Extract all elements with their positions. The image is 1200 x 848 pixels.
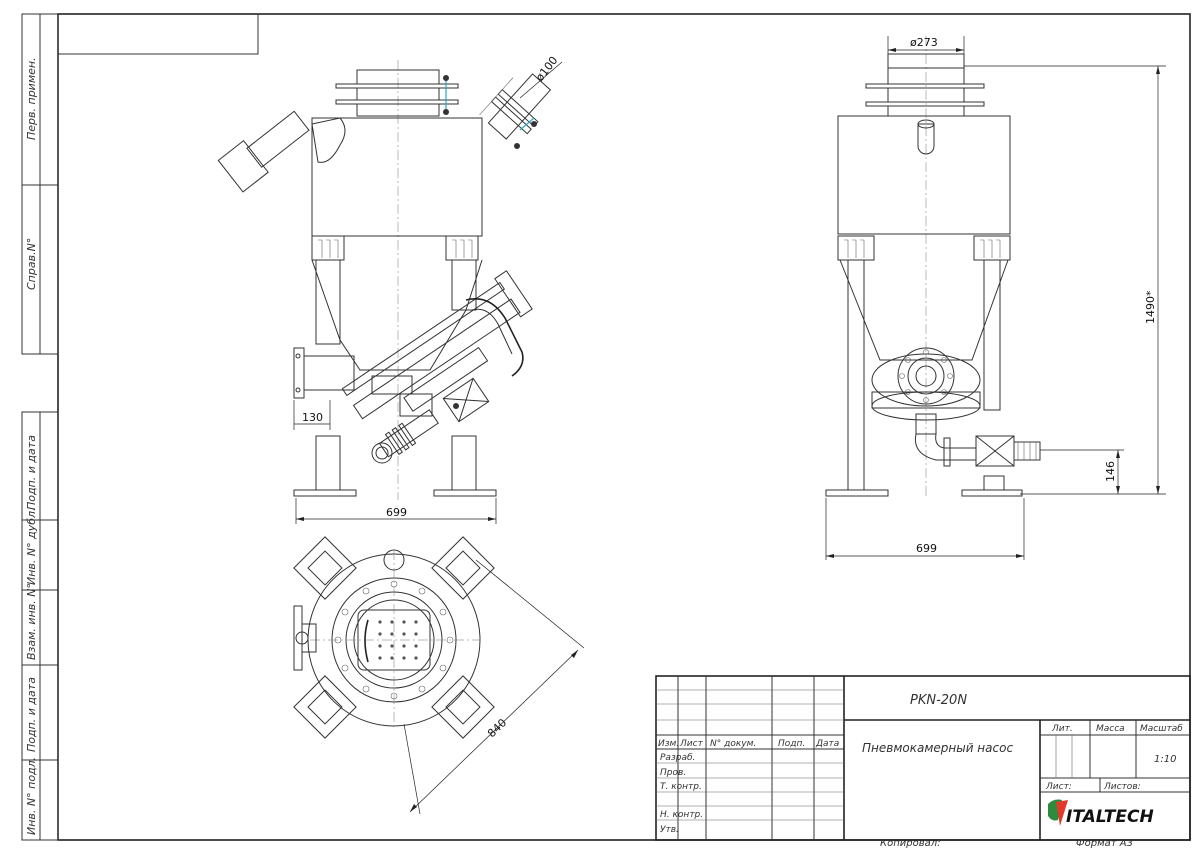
side-label-perv: Перв. примен. xyxy=(25,57,38,140)
dim-offset: 130 xyxy=(302,411,323,424)
mass-label: Масса xyxy=(1096,724,1125,734)
dim-side-width: 699 xyxy=(916,542,937,555)
lit-label: Лит. xyxy=(1051,724,1073,734)
side-label-vzam: Взам. инв. N° xyxy=(25,583,38,660)
scale-value: 1:10 xyxy=(1154,754,1176,765)
italtech-logo: ITALTECH xyxy=(1048,799,1154,827)
side-label-podp2: Подп. и дата xyxy=(25,677,38,752)
drawing-frame xyxy=(21,13,1191,841)
logo-text: ITALTECH xyxy=(1066,807,1154,827)
col-doc: N° докум. xyxy=(710,739,756,749)
format-label: Формат А3 xyxy=(1076,838,1133,848)
copied-label: Копировал: xyxy=(880,838,941,848)
side-view xyxy=(825,36,1041,497)
row-n-kontr: Н. контр. xyxy=(660,810,703,820)
row-utv: Утв. xyxy=(660,825,679,835)
front-view xyxy=(217,60,552,500)
diagonal-dimension: 840 xyxy=(403,559,585,815)
row-prov: Пров. xyxy=(660,768,686,778)
dim-flange-dia: ø273 xyxy=(910,36,938,49)
dim-front-width: 699 xyxy=(386,506,407,519)
dim-outlet-height: 146 xyxy=(1104,461,1117,482)
side-dimensions: ø273 1490* 146 699 xyxy=(825,36,1166,560)
side-label-podp1: Подп. и дата xyxy=(25,435,38,510)
title-block: PKN-20N Пневмокамерный насос Изм. Лист N… xyxy=(655,675,1191,841)
title-name: Пневмокамерный насос xyxy=(862,741,1013,755)
row-razrab: Разраб. xyxy=(660,753,695,763)
side-labels: Перв. примен. Справ.N° Подп. и дата Инв.… xyxy=(25,57,38,835)
col-data: Дата xyxy=(815,739,839,749)
top-view xyxy=(293,536,495,739)
col-podp: Подп. xyxy=(778,739,805,749)
sheets-label: Листов: xyxy=(1103,782,1141,792)
front-dimensions: 699 130 ø100 xyxy=(293,54,563,524)
col-list: Лист xyxy=(679,739,704,749)
side-label-sprav: Справ.N° xyxy=(25,238,38,290)
row-t-kontr: Т. контр. xyxy=(660,782,702,792)
sheet-label: Лист: xyxy=(1045,782,1072,792)
scale-label: Масштаб xyxy=(1140,724,1183,734)
col-izm: Изм. xyxy=(658,739,679,749)
dim-height: 1490* xyxy=(1144,290,1157,324)
title-code: PKN-20N xyxy=(910,693,967,708)
side-label-inv-podl: Инв. N° подл. xyxy=(25,757,38,835)
dim-inlet-dia: ø100 xyxy=(533,54,560,84)
side-label-inv-dubl: Инв. N° дубл. xyxy=(25,507,38,585)
